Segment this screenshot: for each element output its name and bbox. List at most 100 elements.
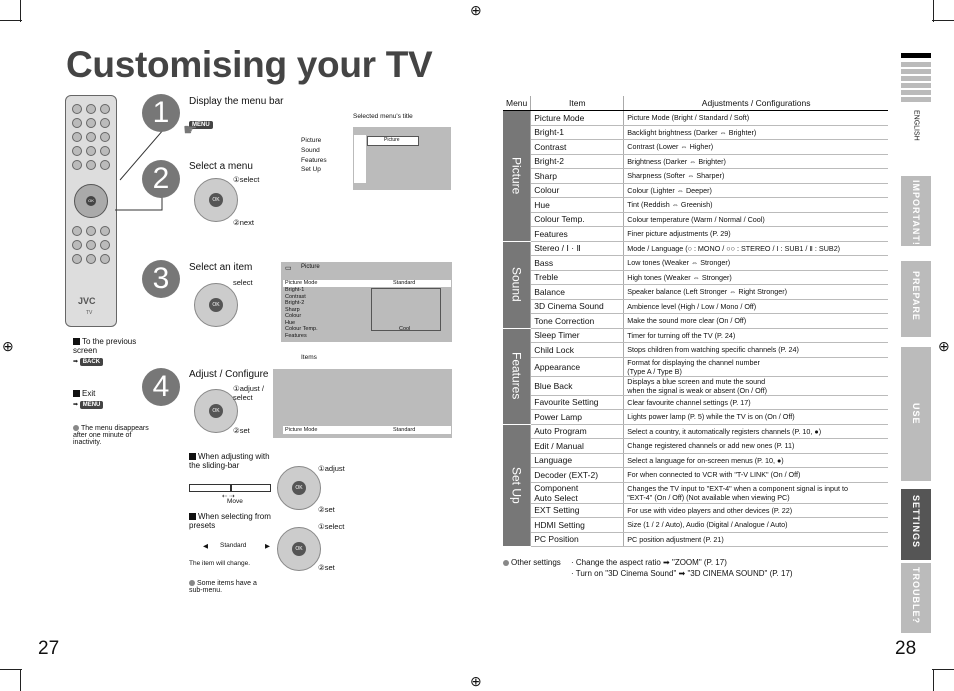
remote-button [72, 118, 82, 128]
slider-move-label: ⇠ ⇢ [222, 493, 235, 500]
crop-mark [20, 0, 21, 22]
other-settings: Other settings [503, 558, 561, 567]
tab-important[interactable]: IMPORTANT! [901, 176, 931, 246]
table-item: Favourite Setting [530, 395, 625, 410]
registration-mark-icon: ⊕ [938, 338, 950, 354]
table-adjustment: Timer for turning off the TV (P. 24) [623, 328, 888, 343]
table-item: Stereo / Ⅰ · Ⅱ [530, 241, 625, 256]
table-item: Picture Mode [530, 110, 625, 126]
tab-use[interactable]: USE [901, 347, 931, 481]
submenu-note: Some items have a sub-menu. [189, 580, 257, 594]
step-sub-label: ②next [233, 218, 254, 227]
remote-button [72, 226, 82, 236]
table-item: Sleep Timer [530, 328, 625, 343]
crop-mark [0, 669, 22, 670]
table-item: Language [530, 453, 625, 468]
screen-item: Picture Mode [285, 280, 318, 286]
table-row: Colour Temp.Colour temperature (Warm / N… [503, 212, 888, 227]
table-item: Colour Temp. [530, 212, 625, 227]
step-number: 3 [142, 260, 180, 298]
note-previous: To the previous screen [73, 337, 137, 355]
hand-icon: ☛ [183, 122, 198, 139]
remote-button [72, 146, 82, 156]
menu-group: Sound [503, 241, 532, 329]
table-item: Blue Back [530, 376, 625, 396]
remote-button [100, 146, 110, 156]
remote-dpad: OK [74, 184, 108, 218]
step-sub-label: ①select [318, 522, 345, 531]
back-button-icon: ➡ BACK [73, 358, 104, 366]
table-adjustment: Picture Mode (Bright / Standard / Soft) [623, 110, 888, 126]
registration-mark-icon: ⊕ [2, 338, 14, 354]
adjust-screen: Picture Mode Standard [273, 369, 452, 438]
table-item: Edit / Manual [530, 438, 625, 454]
remote-button [86, 160, 96, 170]
screen-item: Colour Temp. [285, 326, 318, 332]
slider-move-label: Move [227, 498, 243, 505]
screen-item: Bright-1 [285, 287, 305, 293]
tab-trouble[interactable]: TROUBLE? [901, 563, 931, 633]
remote-button [86, 254, 96, 264]
tab-settings[interactable]: SETTINGS [901, 489, 931, 560]
ok-button: OK [86, 196, 96, 206]
tab-prepare[interactable]: PREPARE [901, 261, 931, 337]
table-item: Colour [530, 183, 625, 198]
menu-item: Set Up [301, 166, 321, 173]
table-adjustment: Tint (Reddish ⇔ Greenish) [623, 197, 888, 213]
dpad-icon: OK [194, 389, 238, 433]
preset-note: The item will change. [189, 560, 251, 567]
remote-button [86, 240, 96, 250]
screen-item: Picture Mode [285, 427, 318, 433]
screen-item: Colour [285, 313, 302, 319]
table-item: Bass [530, 255, 625, 271]
menu-screen: Picture [353, 127, 451, 190]
menu-title-box: Picture [367, 136, 419, 146]
table-adjustment: Size (1 / 2 / Auto), Audio (Digital / An… [623, 517, 888, 533]
table-item: Child Lock [530, 342, 625, 358]
menu-button-icon: ➡ MENU [73, 401, 104, 409]
table-adjustment: Select a language for on-screen menus (P… [623, 453, 888, 468]
dpad-icon: OK [277, 527, 321, 571]
menu-group-label: Features [509, 352, 524, 400]
table-adjustment: Contrast (Lower ⇔ Higher) [623, 139, 888, 155]
screen-value: Standard [393, 280, 416, 286]
screen-caption: Items [301, 354, 317, 361]
crop-mark [933, 669, 934, 691]
sliding-heading: When adjusting with the sliding-bar [189, 452, 270, 470]
table-adjustment: Select a country, it automatically regis… [623, 424, 888, 439]
step-heading: Adjust / Configure [189, 369, 269, 380]
screen-item: Hue [285, 320, 296, 326]
table-row: Decoder (EXT-2)For when connected to VCR… [503, 467, 888, 483]
screen-item: Features [285, 333, 307, 339]
step-sub-label: ②set [318, 505, 335, 514]
remote-button [100, 132, 110, 142]
table-item: Power Lamp [530, 409, 625, 425]
step-sub-label: ②set [318, 563, 335, 572]
step-number: 4 [142, 368, 180, 406]
table-item: Tone Correction [530, 313, 625, 329]
table-item: EXT Setting [530, 503, 625, 518]
step-sub-label: ②set [233, 426, 250, 435]
menu-item: Sound [301, 147, 320, 154]
table-item: Auto Program [530, 424, 625, 439]
table-adjustment: Displays a blue screen and mute the soun… [623, 376, 888, 396]
table-item: Features [530, 226, 625, 242]
note-exit: Exit [73, 389, 95, 398]
preset-right-arrow: ▶ [265, 543, 270, 550]
